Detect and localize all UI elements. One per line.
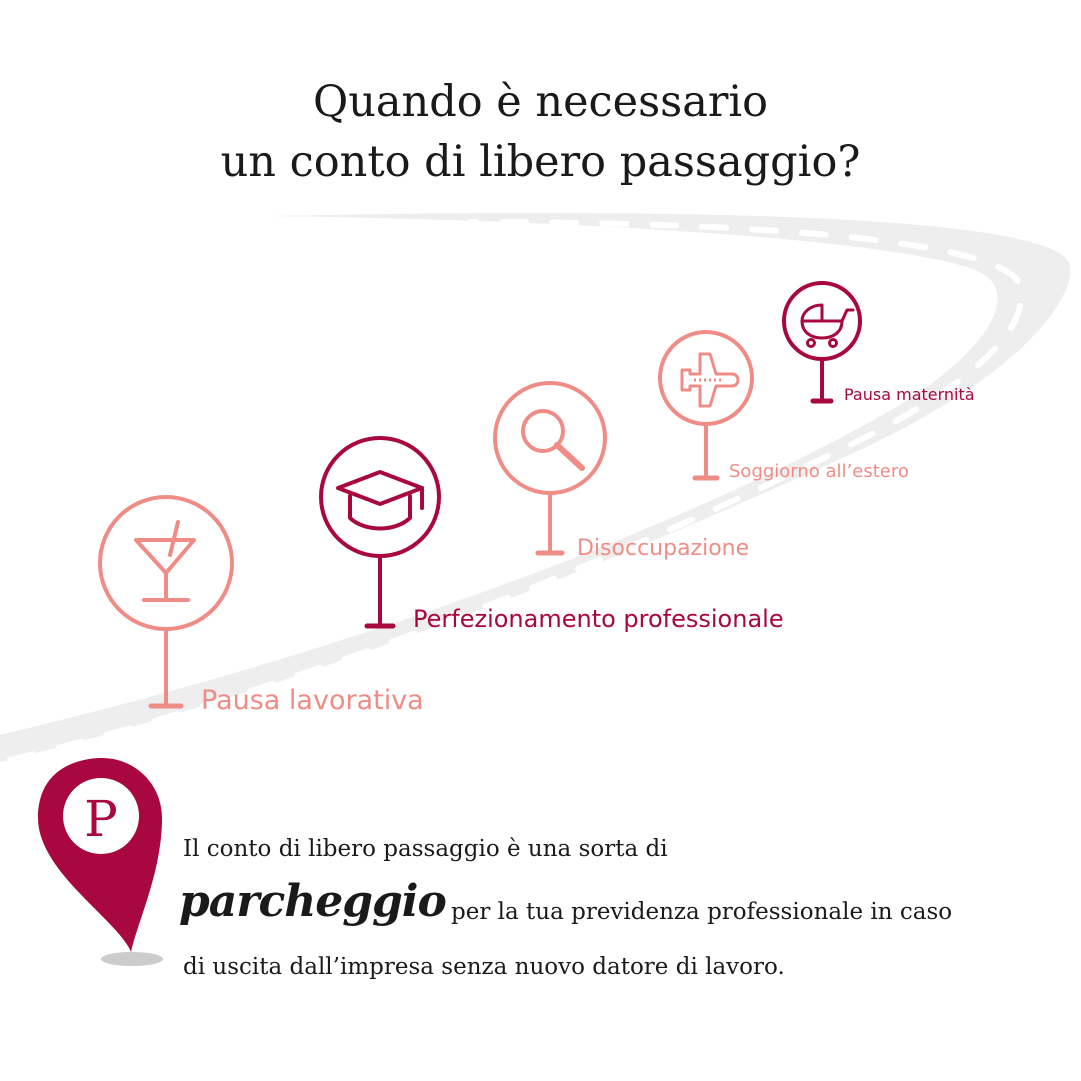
label-soggiorno-estero: Soggiorno all’estero [729,461,909,482]
stop-pausa-lavorativa [98,495,234,709]
caption-line-3: di uscita dall’impresa senza nuovo dator… [183,954,785,980]
airplane-icon [680,352,740,408]
graduation-cap-icon [336,470,424,531]
caption-line-1: Il conto di libero passaggio è una sorta… [183,836,668,862]
marker-letter: P [84,790,118,848]
page-title: Quando è necessario un conto di libero p… [0,72,1081,192]
road-center-line [7,219,1025,763]
caption-line-2: per la tua previdenza professionale in c… [451,899,953,925]
caption-emphasis: parcheggio [179,876,447,927]
title-line-2: un conto di libero passaggio? [220,137,861,187]
label-perfezionamento: Perfezionamento professionale [413,605,784,633]
stop-pausa-maternita [782,281,862,404]
stop-perfezionamento [319,436,441,629]
title-line-1: Quando è necessario [312,77,769,127]
stop-soggiorno-estero [658,330,754,481]
stop-disoccupazione [493,381,607,556]
cocktail-icon [134,520,196,602]
label-disoccupazione: Disoccupazione [577,536,750,561]
label-pausa-lavorativa: Pausa lavorativa [201,685,424,716]
magnifier-icon [521,409,585,471]
label-pausa-maternita: Pausa maternità [844,385,975,404]
map-pin-icon: P [38,758,163,966]
stroller-icon [800,303,855,348]
